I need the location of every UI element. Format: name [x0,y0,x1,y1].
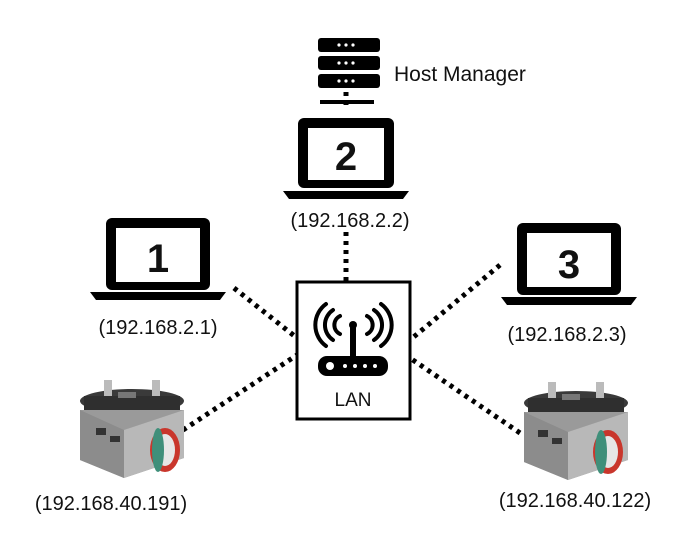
laptop-icon [283,118,409,199]
laptop-icon [90,218,226,300]
robot-1-ip: (192.168.40.191) [35,493,187,515]
router-body [318,321,388,376]
laptop-3-number: 3 [558,243,580,287]
laptop-1-ip: (192.168.2.1) [99,317,218,339]
server-icon [318,38,380,104]
laptop-2-number: 2 [335,135,357,179]
laptop-3-ip: (192.168.2.3) [508,324,627,346]
laptop-icon [501,223,637,305]
router-label: LAN [335,390,372,411]
router-box [295,280,412,421]
wifi-router-icon [313,302,394,348]
host-manager-label: Host Manager [394,63,526,86]
laptop-2-ip: (192.168.2.2) [291,210,410,232]
link-laptop3-router [408,263,502,342]
robot-2-ip: (192.168.40.122) [499,490,651,512]
robot-icon [80,380,184,478]
laptop-1-number: 1 [147,237,169,281]
link-robot1-router [181,352,299,433]
link-robot2-router [408,355,522,436]
link-laptop1-router [232,286,299,340]
robot-icon [524,382,628,480]
